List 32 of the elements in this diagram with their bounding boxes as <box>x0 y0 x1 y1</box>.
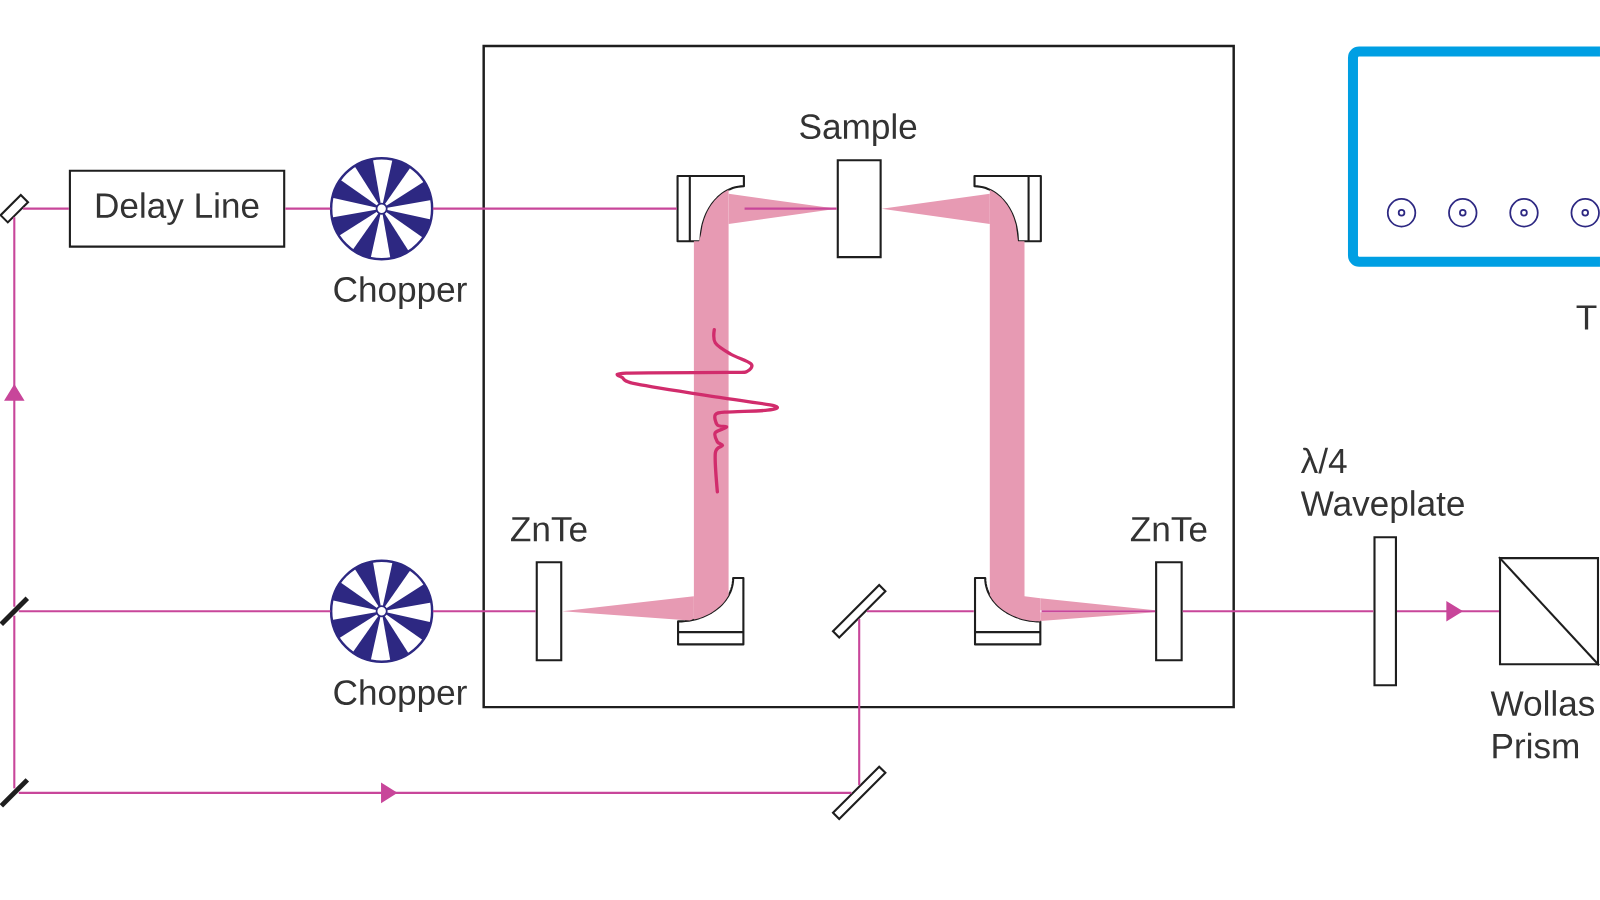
beam-line <box>18 610 331 613</box>
parabolic-mirror <box>676 174 745 243</box>
component-label: ZnTe <box>1130 517 1207 542</box>
terahertz-beam <box>989 189 1041 622</box>
flat-mirror <box>0 778 30 808</box>
terahertz-beam <box>881 193 990 225</box>
flat-mirror <box>831 765 887 821</box>
flat-mirror <box>0 193 30 224</box>
flat-mirror <box>0 596 30 626</box>
labelled-box: Delay Line <box>68 169 286 248</box>
component-label: Chopper <box>334 276 467 309</box>
instrument-panel <box>1347 46 1600 267</box>
beam-line <box>858 618 861 786</box>
parabolic-mirror <box>973 577 1042 646</box>
beam-line <box>866 610 974 613</box>
beam-line <box>432 610 536 613</box>
label: T <box>1576 305 1597 330</box>
beam-line <box>1041 610 1156 613</box>
beam-line <box>432 207 677 210</box>
component-label: Wollas Prism <box>1490 690 1595 759</box>
component-label: Chopper <box>334 679 467 712</box>
enclosure-box <box>482 44 1235 709</box>
component-label: Sample <box>800 113 917 147</box>
beam-line <box>13 615 16 789</box>
beam-line <box>1182 610 1374 613</box>
component-label: λ/4 Waveplate <box>1300 447 1464 523</box>
parabolic-mirror <box>677 577 745 646</box>
beam-line <box>23 207 69 210</box>
component-label: ZnTe <box>511 517 587 542</box>
beam-line <box>285 207 331 210</box>
parabolic-mirror <box>973 174 1042 243</box>
beam-splitter <box>831 583 887 639</box>
